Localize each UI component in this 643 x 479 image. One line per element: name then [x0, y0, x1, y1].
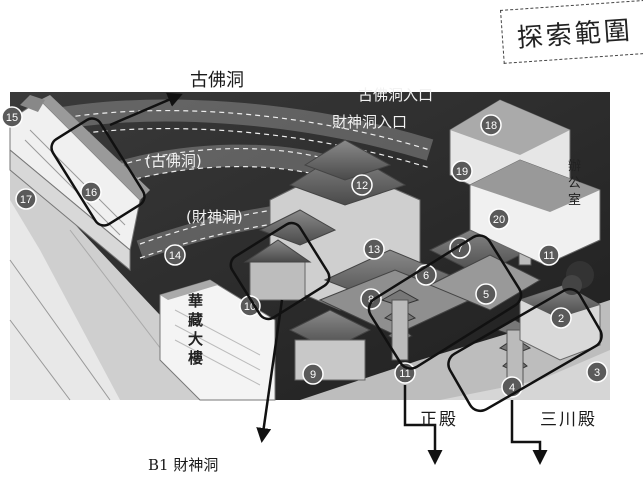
label-sanchuan-hall: 三川殿 [540, 410, 597, 430]
marker-label: 13 [368, 244, 380, 256]
arrow-gufo [109, 92, 183, 127]
marker-15: 15 [1, 106, 23, 128]
marker-label: 16 [85, 187, 97, 199]
marker-label: 5 [483, 289, 489, 301]
highlight-boxes [50, 117, 603, 413]
marker-label: 20 [493, 214, 505, 226]
label-b1-caishen: B1 財神洞 [148, 456, 219, 474]
highlight-caishen [229, 221, 331, 321]
markers: 15 16 17 14 10 12 13 18 19 20 7 6 8 5 11… [1, 106, 608, 398]
marker-label: 11 [543, 250, 554, 262]
marker-label: 3 [594, 367, 600, 379]
marker-19: 19 [451, 160, 473, 182]
arrows [109, 92, 548, 465]
label-caishen-entrance: 財神洞入口 [332, 113, 408, 131]
label-huazang-building: 華藏大樓 [188, 292, 204, 367]
marker-label: 6 [423, 270, 429, 282]
marker-17: 17 [15, 188, 37, 210]
highlight-gufo [50, 117, 146, 227]
label-gufo-cave: 古佛洞 [190, 70, 244, 91]
marker-label: 8 [368, 294, 374, 306]
marker-16: 16 [80, 181, 102, 203]
marker-3: 3 [586, 361, 608, 383]
label-gufo-tunnel: (古佛洞) [145, 152, 202, 170]
marker-label: 17 [20, 194, 32, 206]
marker-5: 5 [475, 283, 497, 305]
marker-label: 12 [356, 180, 368, 192]
marker-label: 18 [485, 120, 497, 132]
marker-12: 12 [351, 174, 373, 196]
right-buildings [449, 99, 601, 361]
highlight-main-hall [367, 234, 523, 370]
marker-20: 20 [488, 208, 510, 230]
arrow-main-hall [403, 385, 443, 465]
marker-9: 9 [302, 363, 324, 385]
label-office: 辦公室 [568, 159, 582, 208]
left-building [9, 95, 150, 272]
marker-label: 14 [169, 250, 181, 262]
marker-11-right: 11 [538, 244, 560, 266]
marker-label: 11 [399, 368, 410, 380]
marker-10: 10 [239, 295, 261, 317]
marker-label: 19 [456, 166, 468, 178]
marker-2: 2 [550, 307, 572, 329]
marker-18: 18 [480, 114, 502, 136]
label-caishen-tunnel: (財神洞) [186, 208, 243, 226]
marker-label: 7 [457, 243, 463, 255]
marker-label: 4 [509, 382, 515, 394]
marker-13: 13 [363, 238, 385, 260]
marker-8: 8 [360, 288, 382, 310]
marker-14: 14 [164, 244, 186, 266]
label-main-hall: 正殿 [420, 410, 458, 430]
highlight-sanchuan [447, 287, 603, 413]
marker-label: 9 [310, 369, 316, 381]
scope-label: 探索範圍 [516, 15, 634, 54]
label-gufo-entrance: 古佛洞入口 [358, 86, 434, 104]
scope-label-box: 探索範圍 [500, 0, 643, 64]
marker-label: 2 [558, 313, 564, 325]
arrow-sanchuan [510, 400, 548, 465]
arrow-b1-caishen [256, 299, 284, 443]
marker-label: 15 [6, 112, 18, 124]
